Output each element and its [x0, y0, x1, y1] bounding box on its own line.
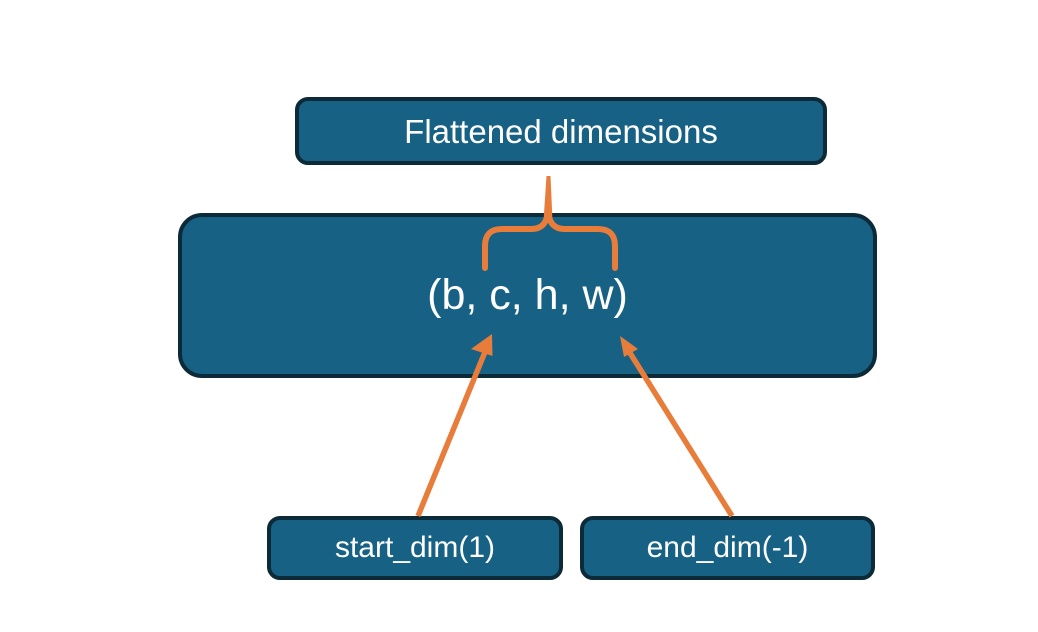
flattened-dimensions-box: Flattened dimensions: [295, 97, 827, 165]
flattened-dimensions-label: Flattened dimensions: [404, 112, 718, 150]
tensor-shape-box: (b, c, h, w): [178, 213, 877, 378]
start-dim-label: start_dim(1): [334, 531, 496, 564]
end-dim-label: end_dim(-1): [646, 531, 809, 564]
start-dim-box: start_dim(1): [267, 516, 563, 580]
tensor-shape-label: (b, c, h, w): [427, 271, 628, 319]
end-dim-box: end_dim(-1): [580, 516, 875, 580]
